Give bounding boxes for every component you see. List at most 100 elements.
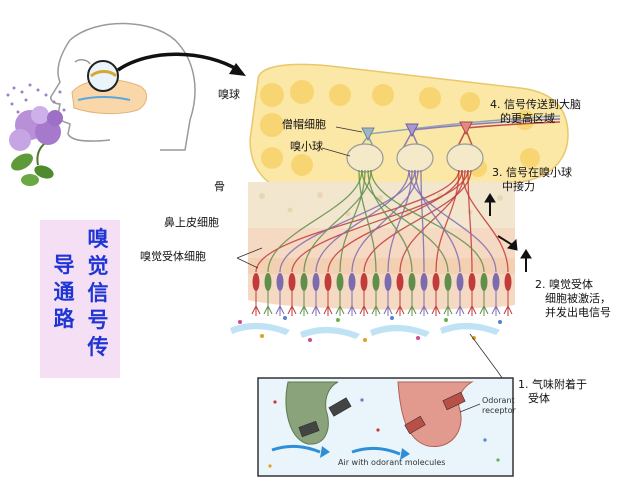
step3-line1: 3. 信号在嗅小球 (492, 166, 572, 179)
receptor-cilia (323, 291, 333, 316)
axon-fiber (303, 169, 372, 273)
nasal-airflow (77, 96, 131, 101)
receptor-cilia (371, 291, 381, 316)
receptor-cell-body (420, 273, 428, 291)
receptor-cilia (419, 291, 429, 316)
axon-fiber (414, 169, 461, 273)
receptor-cilia (431, 291, 441, 316)
axon-fiber (363, 169, 472, 273)
receptor-cilia (491, 291, 501, 316)
step4-line2: 的更高区域 (500, 112, 555, 125)
receptor-cell-body (324, 273, 332, 291)
receptor-cell-body (288, 273, 296, 291)
axon-fiber (367, 169, 413, 273)
receptor-cilia (275, 291, 285, 316)
receptor-cell-body (468, 273, 476, 291)
axon-fiber (399, 169, 466, 273)
receptor-cell-body (408, 273, 416, 291)
receptor-cells (251, 273, 513, 316)
step4-line1: 4. 信号传送到大脑 (490, 98, 581, 111)
title-box: 嗅觉信号传 导通路 (40, 220, 120, 378)
epithelium-band (248, 258, 515, 274)
receptor-cilia (251, 291, 261, 316)
receptor-cilia (455, 291, 465, 316)
inset-label-air: Air with odorant molecules (338, 458, 446, 467)
label-olfactory-epithelium: 鼻上皮细胞 (164, 216, 219, 229)
step1-line1: 1. 气味附着于 (518, 378, 587, 391)
axon-fiber (327, 169, 463, 273)
lilac-flower-image (9, 106, 63, 186)
receptor-cell-body (384, 273, 392, 291)
axon-fiber (279, 169, 416, 273)
receptor-cilia (263, 291, 273, 316)
zoom-arrow-head (229, 63, 246, 76)
receptor-cilia (383, 291, 393, 316)
output-tracts (367, 115, 561, 135)
head-illustration (50, 22, 196, 151)
receptor-cell-body (372, 273, 380, 291)
axon-fiber (255, 169, 460, 273)
axon-fiber (461, 169, 509, 273)
receptor-cell-body (276, 273, 284, 291)
axon-fiber (408, 169, 497, 273)
receptor-cell-body (300, 273, 308, 291)
step3-line2: 中接力 (502, 180, 535, 193)
axon-fiber (361, 169, 449, 273)
zoom-arrow (117, 52, 239, 72)
step2-line3: 并发出电信号 (545, 306, 611, 319)
bone-layer (248, 182, 515, 228)
axon-fiber (358, 169, 377, 273)
receptor-cilia (407, 291, 417, 316)
receptor-cell-body (480, 273, 488, 291)
receptor-cell-body (444, 273, 452, 291)
step2-text: 2. 嗅觉受体 细胞被激活， 并发出电信号 (535, 278, 611, 320)
axon-fiber (291, 169, 469, 273)
title-column-1: 嗅觉信号传 (87, 227, 109, 359)
axon-fiber (435, 169, 460, 273)
step3-text: 3. 信号在嗅小球 中接力 (492, 166, 572, 194)
step1-text: 1. 气味附着于 受体 (518, 378, 587, 406)
odorant-receptor-line1: Odorant (482, 396, 515, 405)
scent-dots (6, 83, 66, 114)
label-glomerulus: 嗅小球 (290, 140, 323, 153)
receptor-cilia (359, 291, 369, 316)
axon-bundles (255, 169, 509, 273)
step-arrows (484, 193, 532, 272)
receptor-cilia (395, 291, 405, 316)
axon-fiber (467, 169, 473, 273)
receptor-cell-body (432, 273, 440, 291)
label-bone: 骨 (214, 180, 225, 193)
step2-line2: 细胞被激活， (545, 292, 611, 305)
receptor-cell-body (348, 273, 356, 291)
label-receptor-cell: 嗅觉受体细胞 (140, 250, 206, 263)
receptor-cell-body (336, 273, 344, 291)
glomeruli (346, 143, 484, 173)
receptor-cilia (443, 291, 453, 316)
inset-label-odorant-receptor: Odorant receptor (482, 396, 516, 416)
magnifier-circle (87, 60, 119, 92)
receptor-cell-body (264, 273, 272, 291)
axon-fiber (351, 169, 419, 273)
receptor-cell-body (312, 273, 320, 291)
inset-panel (257, 377, 514, 477)
receptor-cell-body (360, 273, 368, 291)
receptor-cell-body (504, 273, 512, 291)
air-flow-arrows (230, 322, 500, 339)
axon-fiber (370, 169, 485, 273)
receptor-cilia (479, 291, 489, 316)
receptor-cilia (503, 291, 513, 316)
receptor-cell-body (396, 273, 404, 291)
axon-fiber (267, 169, 363, 273)
receptor-cilia (311, 291, 321, 316)
receptor-cilia (467, 291, 477, 316)
receptor-cilia (335, 291, 345, 316)
receptor-cell-body (252, 273, 260, 291)
title-column-2: 导通路 (53, 253, 75, 331)
axon-fiber (420, 169, 425, 273)
odorant-dots (238, 316, 502, 342)
axon-fiber (315, 169, 410, 273)
step2-line1: 2. 嗅觉受体 (535, 278, 593, 291)
label-mitral-cell: 僧帽细胞 (282, 118, 326, 131)
step1-line2: 受体 (528, 392, 550, 405)
